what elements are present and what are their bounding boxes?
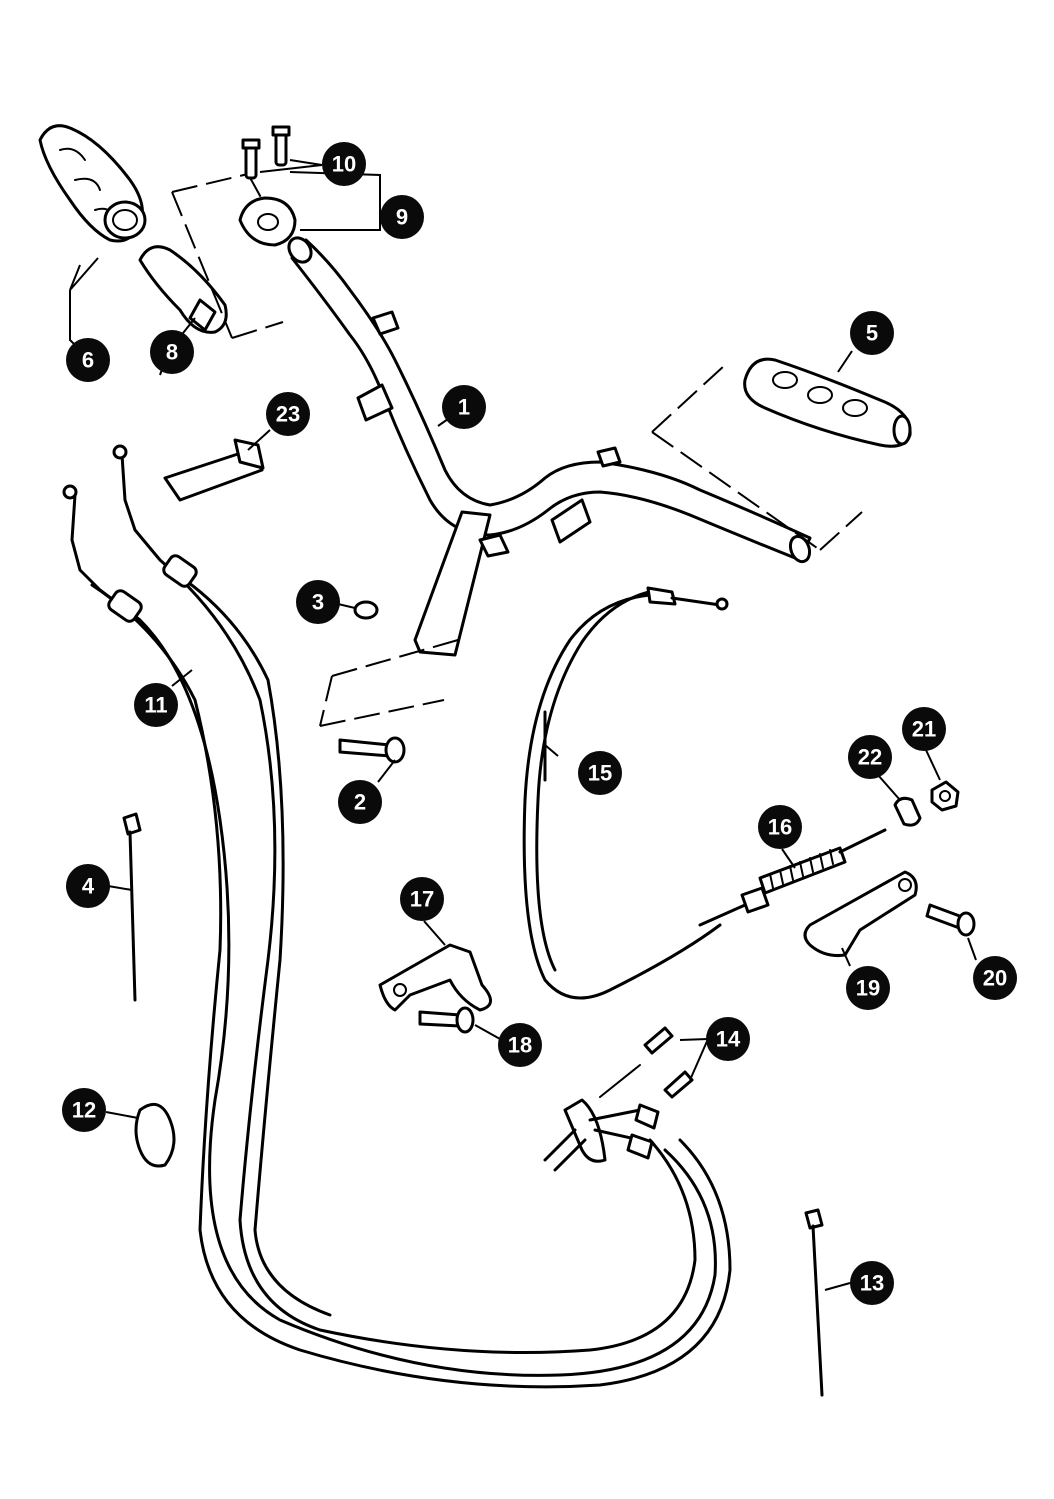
screws-14 bbox=[643, 1026, 694, 1099]
svg-text:3: 3 bbox=[312, 590, 324, 615]
svg-text:21: 21 bbox=[912, 717, 936, 742]
svg-text:2: 2 bbox=[354, 790, 366, 815]
callout-20: 20 bbox=[973, 956, 1017, 1000]
callout-15: 15 bbox=[578, 751, 622, 795]
holder-clamp bbox=[163, 438, 265, 502]
throttle-cables bbox=[62, 444, 732, 1389]
bolt-18 bbox=[418, 1006, 475, 1034]
callout-5: 5 bbox=[850, 311, 894, 355]
cable-clip bbox=[134, 1102, 176, 1168]
retaining-clip bbox=[353, 600, 379, 620]
throttle-sleeve bbox=[138, 245, 228, 334]
lever-bracket bbox=[803, 870, 918, 957]
collar-22 bbox=[893, 796, 922, 827]
svg-text:6: 6 bbox=[82, 348, 94, 373]
callout-10: 10 bbox=[322, 142, 366, 186]
svg-text:12: 12 bbox=[72, 1098, 96, 1123]
callout-3: 3 bbox=[296, 580, 340, 624]
svg-text:10: 10 bbox=[332, 152, 356, 177]
leader-lines bbox=[69, 159, 977, 1291]
svg-text:5: 5 bbox=[866, 321, 878, 346]
cable-junction bbox=[543, 1064, 660, 1172]
cable-adjuster bbox=[698, 828, 887, 927]
handlebar bbox=[287, 236, 812, 657]
svg-text:11: 11 bbox=[144, 693, 167, 718]
callout-19: 19 bbox=[846, 966, 890, 1010]
callout-4: 4 bbox=[66, 864, 110, 908]
cable-tie-right bbox=[804, 1208, 824, 1397]
right-grip bbox=[743, 357, 912, 448]
callout-1: 1 bbox=[442, 385, 486, 429]
nut-21 bbox=[930, 780, 960, 812]
svg-text:17: 17 bbox=[410, 887, 434, 912]
cable-bracket bbox=[378, 943, 492, 1012]
callout-22: 22 bbox=[848, 735, 892, 779]
svg-text:1: 1 bbox=[458, 395, 470, 420]
svg-text:22: 22 bbox=[858, 745, 882, 770]
callout-21: 21 bbox=[902, 707, 946, 751]
callout-11: 11 bbox=[134, 683, 178, 727]
clutch-cable bbox=[522, 586, 729, 1000]
svg-text:8: 8 bbox=[166, 340, 178, 365]
callout-8: 8 bbox=[150, 330, 194, 374]
callout-17: 17 bbox=[400, 877, 444, 921]
bolt-20 bbox=[925, 903, 976, 937]
svg-text:13: 13 bbox=[860, 1271, 884, 1296]
callout-16: 16 bbox=[758, 805, 802, 849]
callout-12: 12 bbox=[62, 1088, 106, 1132]
callout-9: 9 bbox=[380, 195, 424, 239]
callout-2: 2 bbox=[338, 780, 382, 824]
callout-14: 14 bbox=[706, 1017, 750, 1061]
svg-text:16: 16 bbox=[768, 815, 792, 840]
callout-18: 18 bbox=[498, 1023, 542, 1067]
svg-text:20: 20 bbox=[983, 966, 1007, 991]
svg-text:19: 19 bbox=[856, 976, 880, 1001]
svg-text:4: 4 bbox=[82, 874, 95, 899]
svg-text:14: 14 bbox=[716, 1027, 741, 1052]
callout-23: 23 bbox=[266, 392, 310, 436]
pin-bolt bbox=[338, 736, 406, 764]
svg-text:18: 18 bbox=[508, 1033, 532, 1058]
cable-tie-left bbox=[122, 812, 142, 1002]
callout-6: 6 bbox=[66, 338, 110, 382]
svg-text:23: 23 bbox=[276, 402, 300, 427]
throttle-housing bbox=[238, 125, 297, 247]
svg-text:15: 15 bbox=[588, 761, 612, 786]
svg-text:9: 9 bbox=[396, 205, 408, 230]
callout-13: 13 bbox=[850, 1261, 894, 1305]
left-grip bbox=[38, 124, 147, 243]
